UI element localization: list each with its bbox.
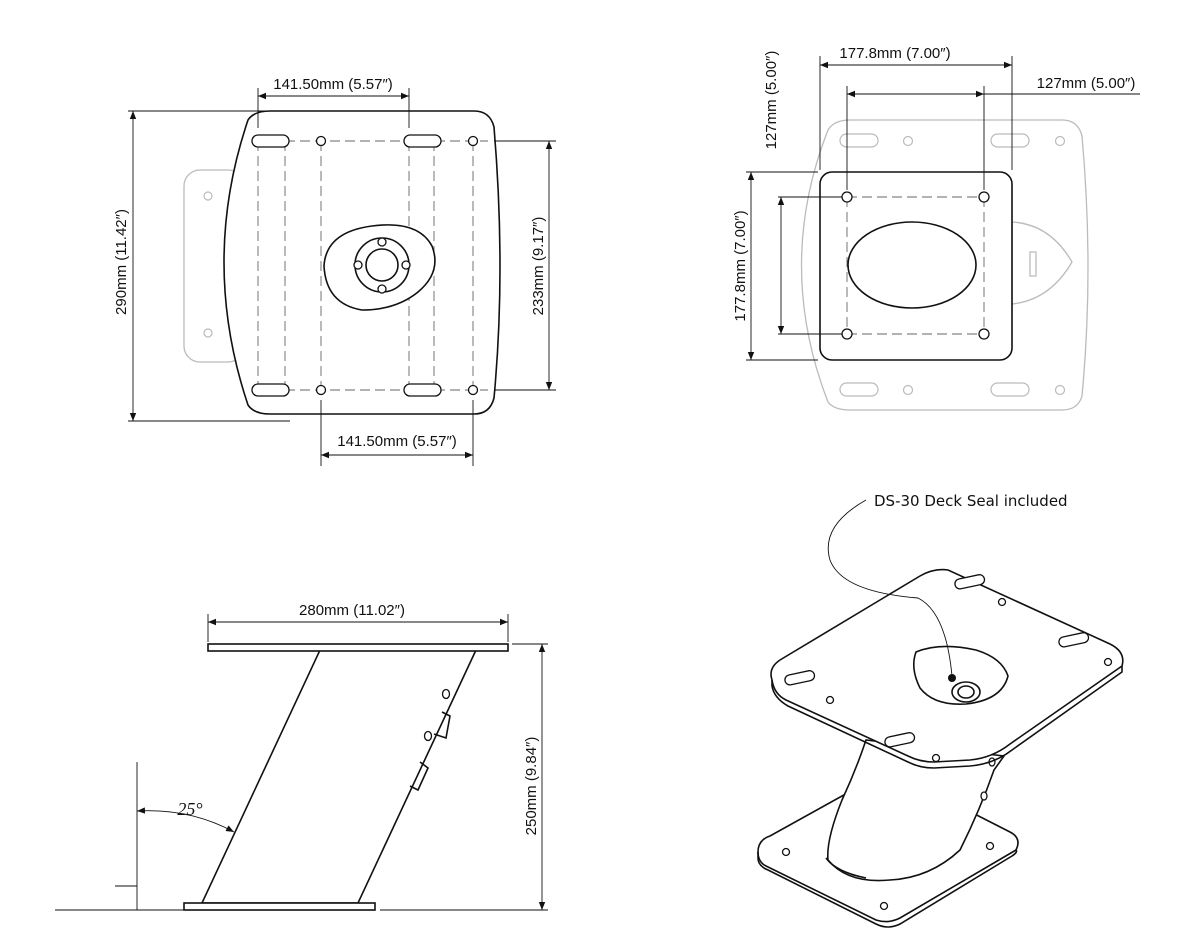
iso-top-hole bbox=[825, 695, 835, 705]
base-hole bbox=[841, 328, 853, 340]
boss-bore bbox=[365, 248, 399, 282]
column-hole bbox=[441, 688, 451, 700]
dim-slot-spacing: 233mm (9.17″) bbox=[530, 217, 547, 316]
boss-hole bbox=[377, 237, 387, 247]
iso-top-slot bbox=[784, 670, 816, 686]
dim-plate-height: 177.8mm (7.00″) bbox=[732, 210, 749, 321]
angle-arc bbox=[136, 807, 235, 833]
iso-top-plate-edge bbox=[771, 666, 1123, 769]
ghost-slot bbox=[990, 382, 1030, 397]
dim-overall-height: 290mm (11.42″) bbox=[113, 209, 130, 315]
side-view: 25° 280mm (11.02″) 250mm (9.84″) bbox=[55, 602, 548, 911]
callout-deck-seal: DS-30 Deck Seal included bbox=[874, 492, 1068, 510]
boss-hole bbox=[401, 260, 411, 270]
iso-base-hole bbox=[781, 847, 791, 857]
rear-bracket-hole bbox=[203, 191, 213, 201]
iso-base-hole bbox=[985, 841, 995, 851]
iso-center-opening bbox=[912, 645, 1009, 705]
dim-hole-width: 127mm (5.00″) bbox=[1037, 75, 1136, 92]
iso-deck-seal-bore bbox=[957, 685, 975, 699]
boss-hole bbox=[353, 260, 363, 270]
angle-label: 25° bbox=[177, 799, 202, 819]
iso-top-hole bbox=[997, 597, 1007, 607]
rear-bracket-hole bbox=[203, 328, 213, 338]
top-plate-side bbox=[207, 643, 509, 652]
mounting-hole bbox=[467, 384, 479, 396]
column-bracket bbox=[409, 761, 429, 792]
ghost-slot bbox=[839, 133, 879, 148]
mounting-slot bbox=[251, 383, 290, 397]
top-view: 141.50mm (5.57″) 141.50mm (5.57″) 290mm … bbox=[113, 76, 556, 466]
iso-base-plate-edge bbox=[757, 849, 1018, 928]
dim-hole-height: 127mm (5.00″) bbox=[763, 51, 780, 150]
dim-side-width: 280mm (11.02″) bbox=[299, 602, 405, 619]
iso-base-hole bbox=[879, 901, 889, 911]
ghost-slot bbox=[839, 382, 879, 397]
iso-top-slot bbox=[884, 732, 916, 748]
mounting-hole bbox=[315, 135, 327, 147]
mounting-hole bbox=[315, 384, 327, 396]
callout-dot bbox=[948, 674, 956, 682]
ghost-hole bbox=[1054, 135, 1066, 147]
iso-top-hole bbox=[1103, 657, 1113, 667]
iso-top-slot bbox=[954, 574, 986, 590]
mounting-slot bbox=[251, 134, 290, 148]
iso-column-shadow bbox=[825, 857, 867, 879]
slanted-column bbox=[200, 649, 478, 904]
ghost-bracket-slot bbox=[1029, 251, 1037, 277]
base-hole bbox=[978, 191, 990, 203]
ghost-slot bbox=[990, 133, 1030, 148]
mounting-hole bbox=[467, 135, 479, 147]
iso-top-hole bbox=[931, 753, 941, 763]
callout-leader bbox=[827, 499, 953, 677]
bottom-plate-view: 177.8mm (7.00″) 127mm (5.00″) 127mm (5.0… bbox=[732, 45, 1140, 411]
isometric-view: DS-30 Deck Seal included bbox=[757, 492, 1124, 928]
ghost-hole bbox=[902, 384, 914, 396]
iso-top-slot bbox=[1058, 632, 1090, 648]
base-hole bbox=[978, 328, 990, 340]
iso-column-hole bbox=[980, 791, 988, 801]
column-hole bbox=[423, 730, 433, 742]
dim-hole-spacing-bottom: 141.50mm (5.57″) bbox=[337, 433, 457, 450]
mounting-slot bbox=[403, 383, 442, 397]
boss-hole bbox=[377, 284, 387, 294]
base-hole bbox=[841, 191, 853, 203]
dim-hole-spacing-top: 141.50mm (5.57″) bbox=[273, 76, 393, 93]
ghost-hole bbox=[902, 135, 914, 147]
base-plate-side bbox=[183, 902, 376, 911]
ghost-bracket bbox=[1011, 221, 1073, 305]
mounting-slot bbox=[403, 134, 442, 148]
dim-side-height: 250mm (9.84″) bbox=[523, 737, 540, 836]
ghost-hole bbox=[1054, 384, 1066, 396]
iso-column bbox=[826, 739, 1006, 882]
base-oval-opening bbox=[847, 221, 977, 309]
column-bracket bbox=[433, 711, 451, 740]
dim-plate-width: 177.8mm (7.00″) bbox=[839, 45, 950, 62]
